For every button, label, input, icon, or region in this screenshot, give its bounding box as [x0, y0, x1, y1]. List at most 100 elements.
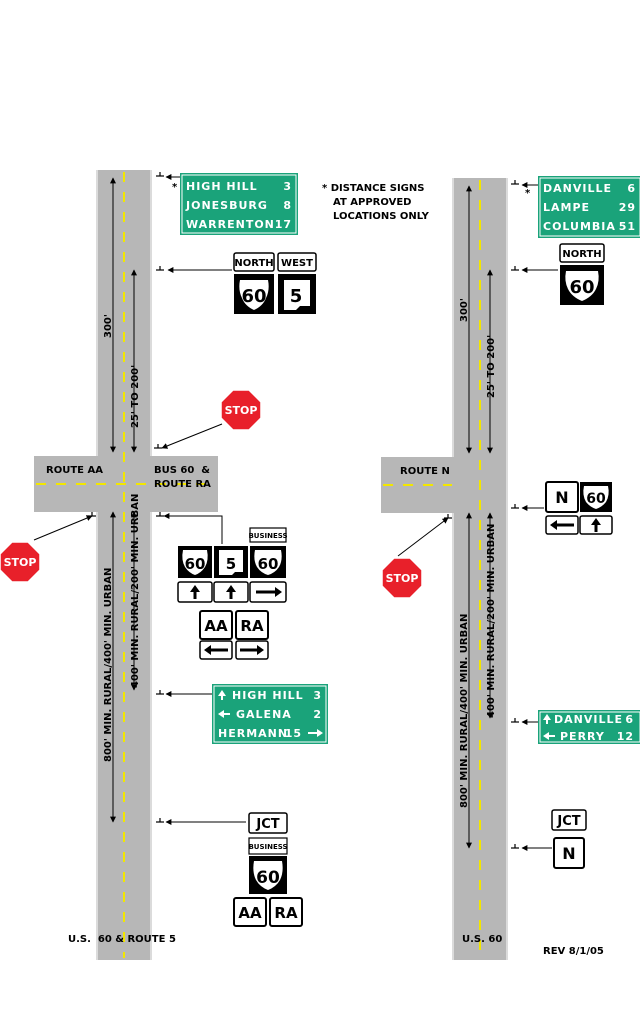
left-diagram: 300' 25' TO 200' 400' MIN. RURAL/200' MI… [0, 170, 328, 960]
left-west-tab: WEST [281, 258, 313, 269]
left-assembly-bus60: 60 [258, 555, 279, 573]
left-aa-sign: AA [204, 617, 228, 635]
left-jct-sign: JCT [255, 817, 279, 832]
right-us-shield-number: 60 [569, 277, 594, 298]
right-guide-text-2: PERRY [560, 730, 605, 743]
left-guide-text-3: HERMANN [218, 727, 288, 740]
note-line-3: LOCATIONS ONLY [333, 211, 430, 222]
left-caption: U.S. 60 & ROUTE 5 [68, 934, 176, 945]
left-jct-business-tab: BUSINESS [248, 843, 287, 851]
left-jct-aa-sign: AA [238, 904, 262, 922]
right-dist-name-3: COLUMBIA [543, 220, 616, 233]
right-arrow-icon [235, 640, 269, 660]
right-advance-route-assembly: NORTH 60 [559, 243, 605, 305]
left-bus60-label: BUS 60 & [154, 465, 210, 476]
up-arrow-icon [213, 581, 249, 603]
right-asterisk: * [525, 188, 531, 199]
left-guide-miles-2: 2 [313, 708, 322, 721]
left-directional-assembly: BUSINESS 60 5 60 AA [177, 527, 288, 660]
left-jct-us60: 60 [256, 868, 280, 888]
right-guide-text-1: DANVILLE [554, 713, 623, 726]
right-caption: U.S. 60 [462, 934, 502, 945]
left-stop-text-upper: STOP [225, 404, 258, 417]
right-destination-sign: DANVILLE 6 PERRY 12 [538, 710, 640, 744]
up-arrow-icon [218, 690, 226, 700]
left-route-aa-label: ROUTE AA [46, 465, 103, 476]
right-stop-text: STOP [386, 572, 419, 585]
right-route-n-label: ROUTE N [400, 466, 450, 477]
left-guide-text-1: HIGH HILL [232, 689, 304, 702]
left-dist-name-2: JONESBURG [185, 199, 268, 212]
right-dist-miles-3: 51 [619, 220, 636, 233]
right-n-sign: N [555, 488, 568, 507]
right-dim-300: 300' [459, 298, 470, 322]
left-advance-route-assembly: NORTH WEST 60 5 [233, 252, 317, 314]
left-route-ra-label: ROUTE RA [154, 479, 211, 490]
left-dim-400: 400' MIN. RURAL/200' MIN. URBAN [130, 494, 141, 688]
left-destination-sign: HIGH HILL 3 GALENA 2 HERMANN 15 [212, 684, 328, 744]
right-north-tab: NORTH [562, 249, 601, 260]
left-dim-300: 300' [103, 314, 114, 338]
left-dist-miles-3: 17 [275, 218, 292, 231]
left-north-tab: NORTH [234, 258, 273, 269]
left-jct-ra-sign: RA [274, 904, 298, 922]
up-arrow-icon [177, 581, 213, 603]
left-dist-name-3: WARRENTON [186, 218, 275, 231]
left-assembly-mo5: 5 [226, 555, 236, 573]
right-junction-assembly: JCT N [551, 809, 587, 869]
left-arrow-icon [543, 732, 555, 740]
left-asterisk: * [172, 182, 178, 193]
right-dim-800: 800' MIN. RURAL/400' MIN. URBAN [459, 614, 470, 808]
state-route-shield: 5 [278, 274, 316, 314]
left-ra-sign: RA [240, 617, 264, 635]
note-line-1: * DISTANCE SIGNS [322, 183, 424, 194]
us-route-shield: 60 [234, 274, 274, 314]
left-business-tab: BUSINESS [248, 532, 287, 540]
right-guide-miles-1: 6 [625, 713, 634, 726]
left-arrow-icon [199, 640, 233, 660]
right-arrow-icon [249, 581, 287, 603]
left-guide-miles-3: 15 [285, 727, 302, 740]
left-distance-sign: HIGH HILL 3 JONESBURG 8 WARRENTON 17 [180, 173, 298, 235]
right-jct-n-sign: N [562, 844, 575, 863]
left-dist-miles-1: 3 [283, 180, 292, 193]
right-jct-sign: JCT [556, 814, 580, 829]
right-stop-sign: STOP [381, 557, 423, 599]
left-dist-miles-2: 8 [283, 199, 292, 212]
left-arrow-icon [218, 710, 230, 718]
note-line-2: AT APPROVED [333, 197, 411, 208]
distance-sign-note: * DISTANCE SIGNS AT APPROVED LOCATIONS O… [322, 183, 430, 222]
left-junction-assembly: JCT BUSINESS 60 AA RA [233, 812, 303, 927]
left-stop-sign-upper: STOP [220, 389, 262, 431]
left-guide-miles-1: 3 [313, 689, 322, 702]
up-arrow-icon [579, 515, 613, 535]
left-guide-text-2: GALENA [236, 708, 292, 721]
left-us-shield-number: 60 [241, 286, 266, 307]
right-arrow-icon [308, 729, 323, 737]
left-mo-shield-number: 5 [290, 286, 303, 307]
right-dist-miles-2: 29 [619, 201, 636, 214]
left-stop-text-lower: STOP [4, 556, 37, 569]
up-arrow-icon [543, 714, 551, 724]
right-dist-name-2: LAMPE [543, 201, 590, 214]
right-dist-miles-1: 6 [627, 182, 636, 195]
left-dist-name-1: HIGH HILL [186, 180, 258, 193]
left-assembly-us60: 60 [185, 555, 206, 573]
right-diagram: 300' 25' TO 200' 400' MIN. RURAL/200' MI… [381, 176, 640, 960]
right-assembly-us60: 60 [586, 491, 606, 507]
left-dim-800: 800' MIN. RURAL/400' MIN. URBAN [103, 568, 114, 762]
right-dist-name-1: DANVILLE [543, 182, 612, 195]
right-distance-sign: DANVILLE 6 LAMPE 29 COLUMBIA 51 [538, 176, 640, 238]
left-dim-25-200: 25' TO 200' [130, 365, 141, 428]
left-stop-sign-lower: STOP [0, 541, 41, 583]
right-guide-miles-2: 12 [617, 730, 634, 743]
right-sign-posts [444, 180, 519, 849]
right-leaders [397, 182, 558, 851]
left-arrow-icon [545, 515, 579, 535]
right-dim-25-200: 25' TO 200' [486, 335, 497, 398]
right-dim-400: 400' MIN. RURAL/200' MIN. URBAN [486, 524, 497, 718]
revision-label: REV 8/1/05 [543, 946, 604, 957]
right-directional-assembly: N 60 [545, 481, 613, 535]
left-leaders [33, 174, 246, 825]
